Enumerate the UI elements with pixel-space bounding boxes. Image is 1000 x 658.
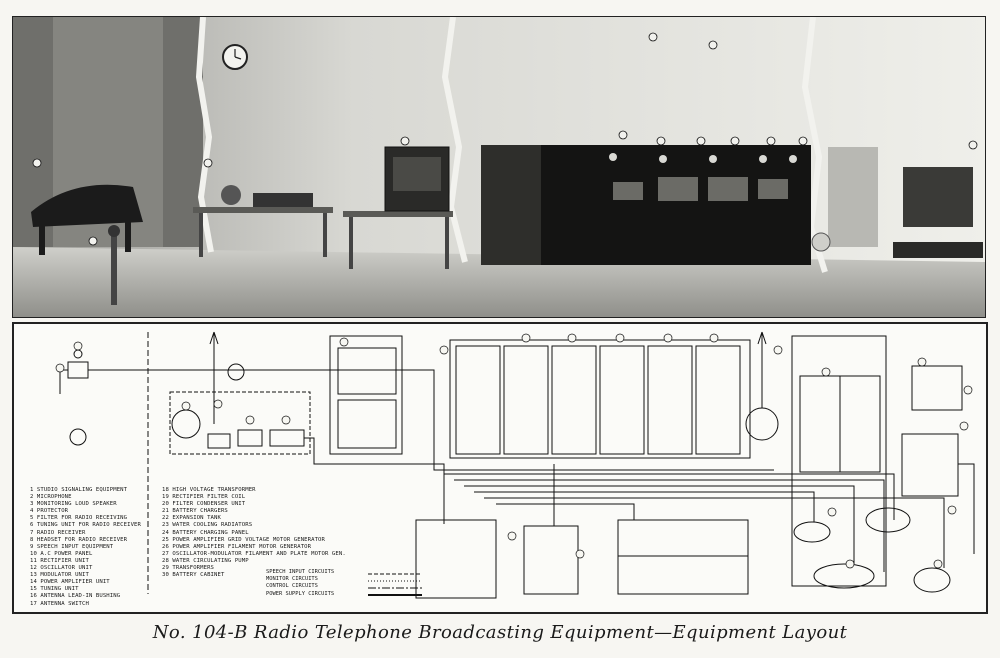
legend-item: 18 HIGH VOLTAGE TRANSFORMER xyxy=(162,487,256,493)
circuit-key-item: MONITOR CIRCUITS xyxy=(266,576,318,583)
legend-item: 12 OSCILLATOR UNIT xyxy=(30,565,93,572)
legend-item: 10 A.C POWER PANEL xyxy=(30,550,93,557)
legend-item: 11 RECTIFIER UNIT xyxy=(30,557,89,564)
legend-column-1: 1 STUDIO SIGNALING EQUIPMENT 2 MICROPHON… xyxy=(30,487,141,608)
figure-caption: No. 104-B Radio Telephone Broadcasting E… xyxy=(152,622,848,643)
legend-item: 6 TUNING UNIT FOR RADIO RECEIVER xyxy=(30,522,141,529)
legend-item: 22 EXPANSION TANK xyxy=(162,515,221,522)
legend-item: 2 MICROPHONE xyxy=(30,494,72,501)
legend-item: 16 ANTENNA LEAD-IN BUSHING xyxy=(30,593,121,600)
legend-item: 27 OSCILLATOR-MODULATOR FILAMENT AND PLA… xyxy=(162,550,346,557)
circuit-key-item: CONTROL CIRCUITS xyxy=(266,583,318,590)
legend-item: 25 POWER AMPLIFIER GRID VOLTAGE MOTOR GE… xyxy=(162,536,325,543)
circuit-key-item: SPEECH INPUT CIRCUITS xyxy=(266,569,335,575)
legend-item: 19 RECTIFIER FILTER COIL xyxy=(162,494,246,501)
equipment-layout-diagram: 1 STUDIO SIGNALING EQUIPMENT 2 MICROPHON… xyxy=(12,322,988,614)
legend-column-2: 18 HIGH VOLTAGE TRANSFORMER 19 RECTIFIER… xyxy=(162,487,346,579)
legend-item: 1 STUDIO SIGNALING EQUIPMENT xyxy=(30,487,128,493)
legend-item: 13 MODULATOR UNIT xyxy=(30,572,89,579)
legend-item: 21 BATTERY CHARGERS xyxy=(162,508,228,515)
legend-item: 15 TUNING UNIT xyxy=(30,586,79,593)
circuit-key-line-samples xyxy=(368,573,422,596)
legend-item: 7 RADIO RECEIVER xyxy=(30,529,86,536)
legend-item: 14 POWER AMPLIFIER UNIT xyxy=(30,579,110,586)
legend-item: 20 FILTER CONDENSER UNIT xyxy=(162,501,246,508)
legend-item: 24 BATTERY CHARGING PANEL xyxy=(162,529,249,536)
legend-item: 3 MONITORING LOUD SPEAKER xyxy=(30,501,117,508)
legend-item: 26 POWER AMPLIFIER FILAMENT MOTOR GENERA… xyxy=(162,543,312,550)
legend-item: 29 TRANSFORMERS xyxy=(162,565,215,572)
equipment-room-photo xyxy=(12,16,986,318)
circuit-key-item: POWER SUPPLY CIRCUITS xyxy=(266,590,335,597)
circuit-key: SPEECH INPUT CIRCUITS MONITOR CIRCUITS C… xyxy=(266,569,334,598)
legend-item: 23 WATER COOLING RADIATORS xyxy=(162,522,253,529)
legend-item: 5 FILTER FOR RADIO RECEIVING xyxy=(30,515,128,522)
legend-item: 4 PROTECTOR xyxy=(30,508,69,515)
legend-item: 8 HEADSET FOR RADIO RECEIVER xyxy=(30,536,128,543)
legend-item: 17 ANTENNA SWITCH xyxy=(30,600,89,607)
legend-item: 28 WATER CIRCULATING PUMP xyxy=(162,557,249,564)
legend-item: 30 BATTERY CABINET xyxy=(162,572,225,579)
legend-item: 9 SPEECH INPUT EQUIPMENT xyxy=(30,543,114,550)
